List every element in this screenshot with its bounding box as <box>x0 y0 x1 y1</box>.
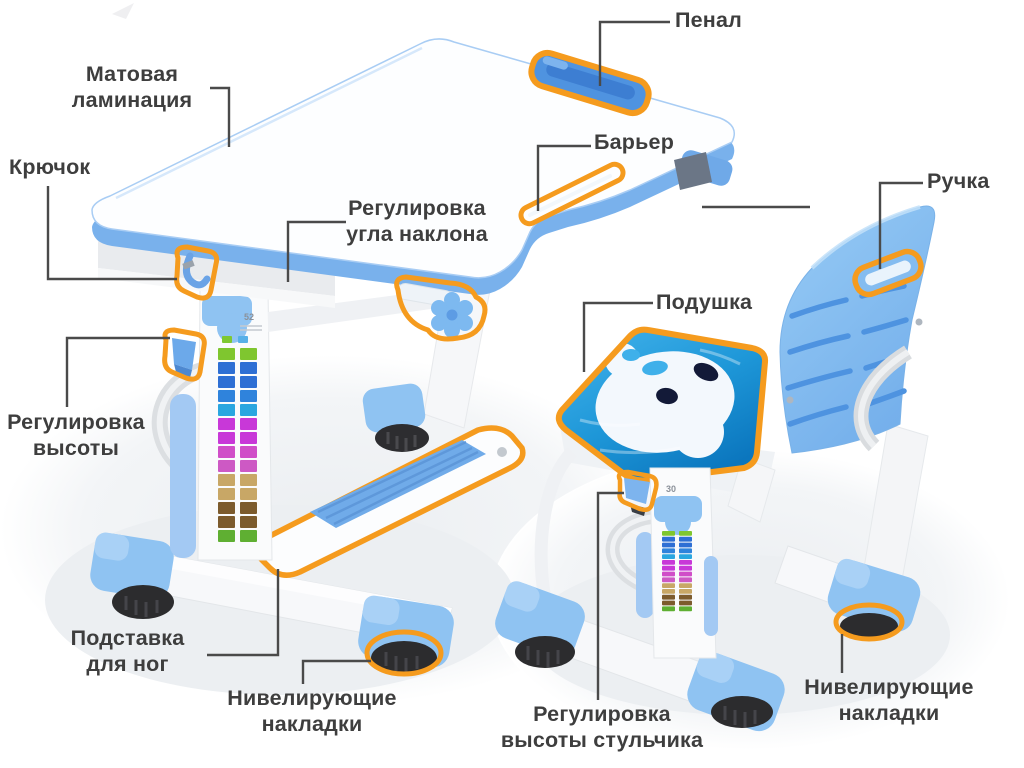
backrest-screw <box>915 318 923 326</box>
chair-rear-left-cap <box>495 581 585 658</box>
pencil-tray <box>528 49 652 117</box>
desk-height-lever <box>162 327 207 382</box>
leader-tilt-adjustment <box>286 220 346 282</box>
leveling-pad-chair-highlight <box>833 602 905 642</box>
seat-cushion <box>555 326 769 484</box>
chair: 30 <box>495 205 936 732</box>
footrest-pivot-knob <box>375 424 429 452</box>
leader-barrier <box>536 144 591 211</box>
desk-height-scale <box>218 348 257 542</box>
label-barrier: Барьер <box>594 130 675 154</box>
leader-leveling-desk <box>301 659 371 684</box>
chair-backrest <box>779 205 936 454</box>
desk-rear-cap <box>90 532 174 599</box>
leader-hook <box>46 186 177 281</box>
stray-mark <box>112 3 134 19</box>
label-handle: Ручка <box>927 169 990 193</box>
label-footrest: Подставка для ног <box>70 626 185 676</box>
chair-foot-rear-left <box>515 636 575 668</box>
chair-foot-front <box>711 696 773 728</box>
leader-height-adjustment <box>65 336 170 407</box>
desk-height-marker: 52 <box>244 312 254 322</box>
desk-collar <box>202 296 252 343</box>
chair-height-scale <box>662 531 692 612</box>
leader-lines <box>46 20 923 700</box>
label-height-adjustment: Регулировка высоты <box>7 410 145 460</box>
label-cushion: Подушка <box>656 290 753 314</box>
label-pencil-case: Пенал <box>675 8 743 32</box>
label-leveling-pads-desk: Нивелирующие накладки <box>227 686 397 736</box>
desk: 52 <box>90 38 735 677</box>
backrest-screw <box>786 396 794 404</box>
leader-chair-height <box>596 491 624 700</box>
label-tilt-adjustment: Регулировка угла наклона <box>346 196 488 246</box>
chair-foot-pad-right <box>840 613 898 639</box>
chair-height-marker: 30 <box>666 484 676 494</box>
desk-foot-rear <box>112 585 174 619</box>
barrier-lip <box>518 161 626 227</box>
leveling-pad-desk-highlight <box>364 629 444 677</box>
chair-height-lever <box>616 469 659 516</box>
leader-handle <box>878 181 923 269</box>
desk-foot-front <box>364 629 444 677</box>
tilt-knob <box>394 274 488 342</box>
leader-matte-lamination <box>210 86 231 147</box>
label-hook: Крючок <box>9 155 91 179</box>
label-chair-height-adjustment: Регулировка высоты стульчика <box>500 702 704 752</box>
leader-footrest <box>207 569 280 657</box>
leader-cushion <box>582 301 653 372</box>
label-matte-lamination: Матовая ламинация <box>71 62 193 112</box>
hook-part <box>174 244 220 301</box>
leader-pencil-case <box>598 20 670 86</box>
label-leveling-pads-chair: Нивелирующие накладки <box>804 675 974 725</box>
corner-bracket <box>674 150 733 190</box>
cushion-highlight <box>555 326 769 484</box>
carry-handle <box>852 248 924 298</box>
chair-collar <box>654 496 702 535</box>
